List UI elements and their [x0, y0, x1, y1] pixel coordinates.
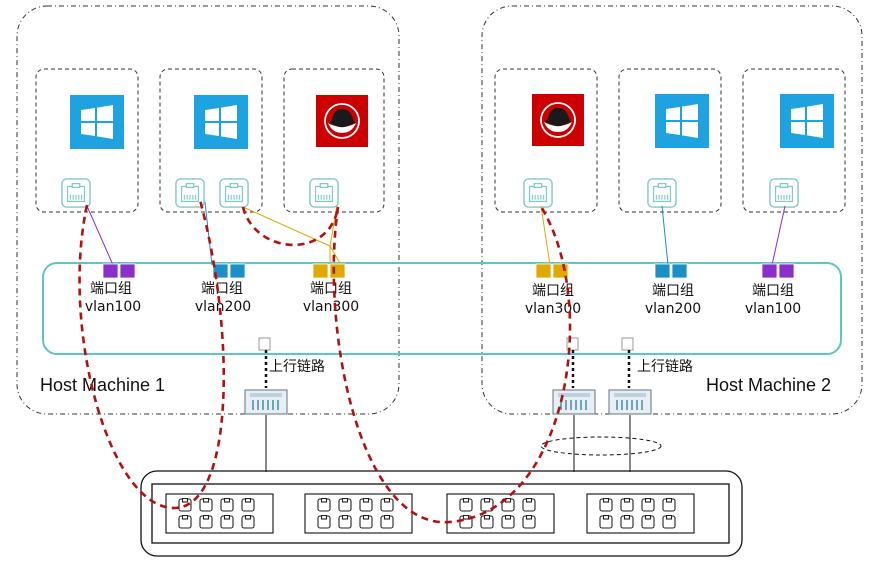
link-aggregation-marker — [540, 436, 662, 456]
switch-port-icon — [338, 498, 352, 512]
switch-port-icon — [220, 498, 234, 512]
switch-port-icon — [501, 515, 515, 529]
vm-3[interactable] — [283, 68, 385, 213]
port-group-vlan: vlan300 — [525, 301, 581, 317]
switch-port-icon — [317, 498, 331, 512]
uplink-nic-icon — [244, 389, 288, 415]
vm-1[interactable] — [35, 68, 139, 213]
port-group-color-square — [654, 263, 671, 279]
port-group-title: 端口组 — [752, 283, 794, 299]
host-machine-1: Host Machine 1 上行链路 — [16, 5, 400, 415]
port-group-vlan: vlan200 — [645, 301, 701, 317]
port-group-color-square — [778, 263, 795, 279]
windows-icon — [780, 94, 834, 148]
port-group-color-square — [329, 263, 346, 279]
port-group-color-square — [119, 263, 136, 279]
port-group-color-square — [312, 263, 329, 279]
redhat-icon — [316, 95, 368, 147]
uplink-label: 上行链路 — [269, 359, 325, 375]
switch-port-icon — [241, 498, 255, 512]
switch-port-icon — [199, 498, 213, 512]
redhat-icon — [532, 94, 584, 146]
vnic-port-icon — [523, 178, 553, 208]
vm-4[interactable] — [494, 68, 598, 213]
vnic-port-icon — [61, 178, 91, 208]
switch-port-icon — [641, 515, 655, 529]
port-group-title: 端口组 — [652, 283, 694, 299]
switch-port-icon — [459, 498, 473, 512]
vnic-port-icon — [309, 178, 339, 208]
vm-2[interactable] — [159, 68, 263, 213]
switch-port-icon — [620, 498, 634, 512]
vm-6[interactable] — [742, 68, 846, 213]
port-group-title: 端口组 — [201, 281, 243, 297]
virtual-switch — [42, 262, 842, 355]
port-group-title: 端口组 — [532, 283, 574, 299]
port-group-labels: 端口组 vlan100 端口组 vlan200 端口组 vlan300 端口组 … — [85, 281, 801, 317]
switch-port-icon — [522, 515, 536, 529]
switch-port-icon — [178, 515, 192, 529]
port-group-color-square — [671, 263, 688, 279]
uplink-label: 上行链路 — [637, 359, 693, 375]
port-group-vlan: vlan200 — [195, 299, 251, 315]
switch-port-icon — [241, 515, 255, 529]
windows-icon — [194, 95, 248, 149]
vm-5[interactable] — [618, 68, 722, 213]
port-group-color-square — [761, 263, 778, 279]
switch-port-icon — [662, 498, 676, 512]
switch-port-icon — [220, 515, 234, 529]
vnic-port-icon — [219, 178, 249, 208]
port-group-vlan: vlan100 — [85, 299, 141, 315]
port-group-title: 端口组 — [90, 281, 132, 297]
vnic-port-icon — [769, 178, 799, 208]
windows-icon — [70, 95, 124, 149]
switch-port-icon — [359, 498, 373, 512]
port-group-color-square — [535, 263, 552, 279]
physical-switch — [140, 470, 743, 557]
switch-port-icon — [641, 498, 655, 512]
port-group-title: 端口组 — [310, 281, 352, 297]
switch-port-icon — [317, 515, 331, 529]
traffic-paths — [78, 199, 572, 524]
uplink-nic-icon — [608, 389, 652, 415]
switch-port-icon — [662, 515, 676, 529]
switch-port-icon — [380, 498, 394, 512]
switch-port-icon — [380, 515, 394, 529]
port-group-vlan: vlan100 — [745, 301, 801, 317]
host-label: Host Machine 2 — [706, 375, 831, 395]
port-group-markers — [102, 263, 795, 279]
windows-icon — [655, 94, 709, 148]
switch-port-icon — [599, 498, 613, 512]
switch-port-icon — [480, 515, 494, 529]
switch-port-icon — [338, 515, 352, 529]
switch-port-icon — [199, 515, 213, 529]
port-group-color-square — [229, 263, 246, 279]
switch-port-icon — [620, 515, 634, 529]
host-label: Host Machine 1 — [40, 375, 165, 395]
vnic-port-icon — [647, 178, 677, 208]
switch-port-icon — [522, 498, 536, 512]
switch-port-icon — [599, 515, 613, 529]
host-machine-2: Host Machine 2 上行链路 — [481, 5, 863, 415]
port-group-vlan: vlan300 — [303, 299, 359, 315]
switch-port-icon — [359, 515, 373, 529]
port-group-color-square — [102, 263, 119, 279]
